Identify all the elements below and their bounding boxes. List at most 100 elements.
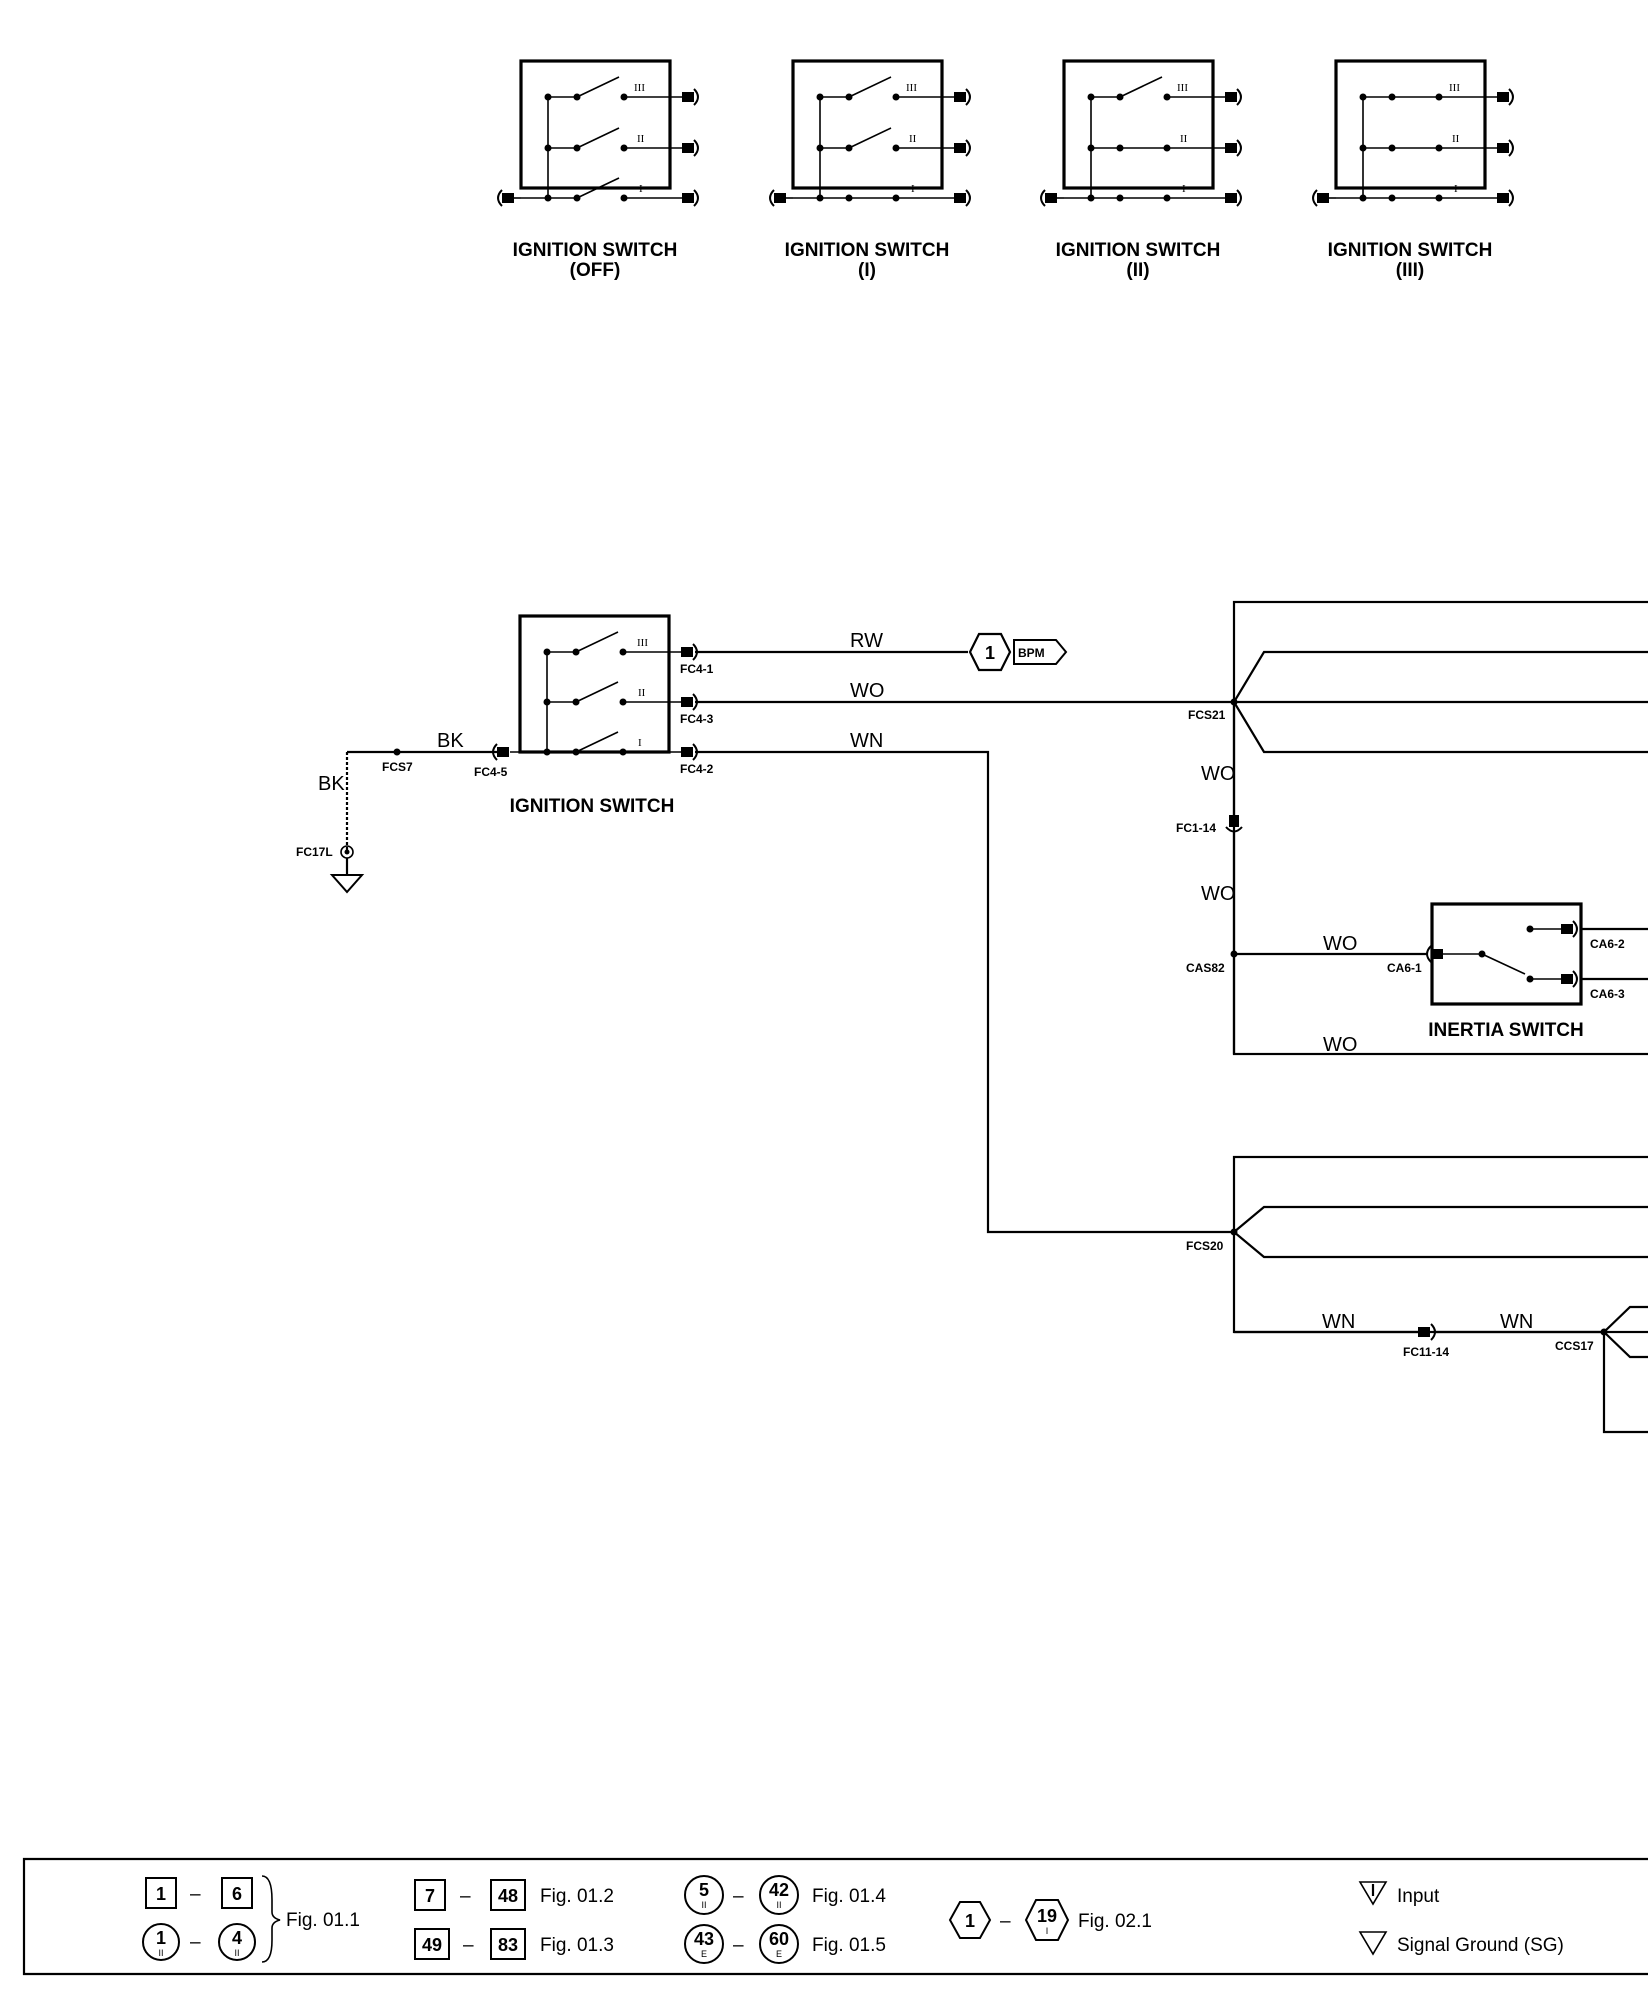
legend-fig: Fig. 01.3 xyxy=(540,1935,614,1956)
legend-group-fig-01-1: 1 – 6 1 II – 4 II Fig. 01.1 xyxy=(142,1875,360,1963)
legend-sub: II xyxy=(701,1900,706,1910)
ground-icon xyxy=(329,874,365,894)
legend-fig: Fig. 01.5 xyxy=(812,1935,886,1956)
inertia-switch-title: INERTIA SWITCH xyxy=(1428,1020,1584,1041)
legend-dash: – xyxy=(190,1884,201,1905)
legend-dash: – xyxy=(733,1886,744,1907)
diagram-title: IGNITION SWITCH xyxy=(513,240,678,261)
diagram-state: (III) xyxy=(1396,260,1425,281)
contact-label-i: I xyxy=(1454,183,1458,195)
legend-num: 1 xyxy=(965,1911,975,1931)
contact-label-ii: II xyxy=(1180,133,1188,145)
contact-label-i: I xyxy=(638,737,642,749)
legend-dash: – xyxy=(190,1932,201,1953)
wire-wn: WN xyxy=(695,730,1234,1234)
ground-fc17l: FC17L xyxy=(296,845,333,859)
contact-label-i: I xyxy=(639,183,643,195)
legend-fig: Fig. 01.4 xyxy=(812,1886,886,1907)
inertia-switch: CA6-1 CA6-2 CA6-3 INERTIA SWITCH xyxy=(1387,902,1648,1041)
connector-fc4-3: FC4-3 xyxy=(680,712,714,726)
legend-fig: Fig. 01.2 xyxy=(540,1886,614,1907)
connector-fc11-14: FC11-14 xyxy=(1403,1345,1449,1359)
legend-num: 1 xyxy=(156,1884,166,1904)
lower-harness: FCS20 WN WN FC11-14 CCS17 xyxy=(1186,1155,1648,1434)
legend-num: 42 xyxy=(769,1880,789,1900)
ref-tag-arrow xyxy=(1013,639,1068,665)
splice-cas82: CAS82 xyxy=(1186,961,1225,975)
connector-ca6-3: CA6-3 xyxy=(1590,987,1625,1001)
splice-ccs17: CCS17 xyxy=(1555,1339,1594,1353)
wire-label-wo: WO xyxy=(850,680,884,702)
ignition-switch-title: IGNITION SWITCH xyxy=(510,796,675,817)
legend-num: 83 xyxy=(498,1935,518,1955)
diagram-state: (OFF) xyxy=(570,260,621,281)
contact-label-iii: III xyxy=(634,82,645,94)
legend-num: 19 xyxy=(1037,1906,1057,1926)
contact-label-iii: III xyxy=(906,82,917,94)
legend-num: 48 xyxy=(498,1886,518,1906)
legend-sub: II xyxy=(776,1900,781,1910)
legend-num: 4 xyxy=(232,1928,242,1948)
legend-num: 49 xyxy=(422,1935,442,1955)
upper-harness: FCS21 WO FC1-14 WO CAS82 WO WO xyxy=(1176,600,1648,1056)
connector-fc1-14: FC1-14 xyxy=(1176,821,1216,835)
wire-label-bk-v: BK xyxy=(318,773,345,795)
legend-num: 7 xyxy=(425,1886,435,1906)
legend-sub: E xyxy=(701,1949,707,1959)
legend-group-fig-01-2-3: 7 – 48 Fig. 01.2 49 – 83 Fig. 01.3 xyxy=(414,1879,614,1960)
wire-rw: RW 1 BPM xyxy=(695,630,1068,672)
legend-num: 5 xyxy=(699,1880,709,1900)
connector-ca6-2: CA6-2 xyxy=(1590,937,1625,951)
ignition-switch-off-diagram: III II I IGNITION SWITCH (OFF) xyxy=(497,59,699,281)
wire-label-wn-b: WN xyxy=(1500,1311,1533,1333)
legend-sub: I xyxy=(1046,1926,1049,1936)
legend: 1 – 6 1 II – 4 II Fig. 01.1 7 – 48 Fig. … xyxy=(22,1857,1648,1976)
legend-symbols: Input Signal Ground (SG) xyxy=(1358,1881,1564,1956)
legend-input: Input xyxy=(1397,1886,1440,1907)
ignition-switch: III II I FC4-1 FC4-3 FC4-2 IGNITION SWIT… xyxy=(510,614,714,817)
wire-label-rw: RW xyxy=(850,630,883,652)
brace-icon xyxy=(261,1875,281,1963)
ground-circuit: BK BK FCS7 FC17L FC4-5 xyxy=(296,730,510,894)
contact-label-ii: II xyxy=(638,687,646,699)
contact-label-ii: II xyxy=(909,133,917,145)
wire-label-wo-a: WO xyxy=(1201,763,1235,785)
contact-label-i: I xyxy=(1182,183,1186,195)
legend-group-fig-02-1: 1 – 19 I Fig. 02.1 xyxy=(948,1899,1152,1941)
legend-dash: – xyxy=(733,1935,744,1956)
legend-signal-ground: Signal Ground (SG) xyxy=(1397,1935,1564,1956)
ignition-switch-iii-diagram: III II I IGNITION SWITCH (III) xyxy=(1312,59,1514,281)
wire-label-wn: WN xyxy=(850,730,883,752)
signal-ground-icon xyxy=(1358,1931,1388,1956)
diagram-title: IGNITION SWITCH xyxy=(1056,240,1221,261)
ignition-circuit: BK BK FCS7 FC17L FC4-5 III II I FC4-1 xyxy=(296,600,1648,1434)
contact-label-ii: II xyxy=(637,133,645,145)
wire-label-bk-h: BK xyxy=(437,730,464,752)
ref-tag-number: 1 xyxy=(985,643,995,663)
legend-dash: – xyxy=(1000,1911,1011,1932)
switch-position-diagrams: III II I IGNITION SWITCH (OFF) III II I xyxy=(497,59,1514,281)
connector-fc4-2: FC4-2 xyxy=(680,762,714,776)
contact-label-iii: III xyxy=(1449,82,1460,94)
legend-sub: II xyxy=(158,1948,163,1958)
splice-fcs21: FCS21 xyxy=(1188,708,1226,722)
wire-label-wn-a: WN xyxy=(1322,1311,1355,1333)
legend-fig: Fig. 02.1 xyxy=(1078,1911,1152,1932)
connector-ca6-1: CA6-1 xyxy=(1387,961,1422,975)
diagram-title: IGNITION SWITCH xyxy=(1328,240,1493,261)
connector-fc4-5: FC4-5 xyxy=(474,765,508,779)
splice-fcs20: FCS20 xyxy=(1186,1239,1224,1253)
ignition-switch-ii-diagram: III II I IGNITION SWITCH (II) xyxy=(1040,59,1242,281)
legend-num: 1 xyxy=(156,1928,166,1948)
legend-group-fig-01-4-5: 5 II – 42 II Fig. 01.4 43 E – 60 E Fig. … xyxy=(684,1875,886,1964)
contact-label-i: I xyxy=(911,183,915,195)
legend-fig: Fig. 01.1 xyxy=(286,1910,360,1931)
contact-label-ii: II xyxy=(1452,133,1460,145)
wire-label-wo-c: WO xyxy=(1323,933,1357,955)
legend-dash: – xyxy=(463,1935,474,1956)
legend-num: 6 xyxy=(232,1884,242,1904)
wire-label-wo-d: WO xyxy=(1323,1034,1357,1056)
ref-tag-octagon xyxy=(968,632,1012,672)
